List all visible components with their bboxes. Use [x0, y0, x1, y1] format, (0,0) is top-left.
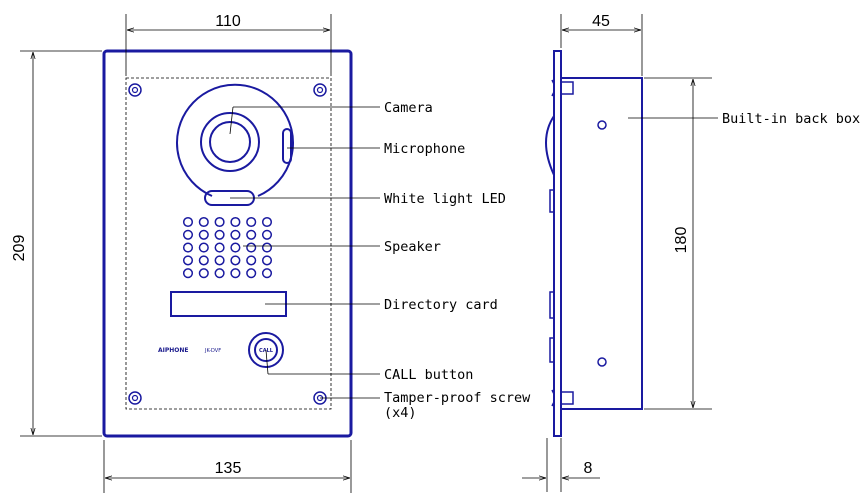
speaker-hole — [214, 268, 225, 279]
side-backbox — [560, 77, 643, 410]
dim-side-depth: 45 — [560, 13, 643, 76]
speaker-hole — [182, 255, 194, 266]
speaker-hole — [182, 268, 194, 279]
speaker-hole — [198, 268, 209, 279]
speaker-hole — [230, 216, 241, 228]
speaker-hole — [198, 216, 209, 228]
speaker-hole — [261, 242, 273, 253]
svg-text:8: 8 — [584, 460, 593, 477]
screw-top-right — [313, 83, 327, 97]
speaker-hole — [198, 255, 209, 266]
speaker-hole — [182, 216, 194, 228]
label-speaker: Speaker — [384, 239, 441, 255]
label-call-button: CALL button — [384, 367, 473, 383]
label-directory-card: Directory card — [384, 297, 498, 313]
svg-text:209: 209 — [11, 235, 28, 262]
speaker-hole — [198, 242, 209, 253]
camera-lens — [209, 121, 251, 163]
speaker-hole — [261, 229, 273, 240]
side-screw-bottom — [560, 391, 574, 405]
front-plate — [102, 49, 353, 438]
speaker-hole — [261, 255, 273, 266]
speaker-hole — [246, 229, 257, 240]
camera-ring — [200, 112, 260, 172]
speaker-hole — [230, 255, 241, 266]
speaker-hole — [230, 268, 241, 279]
speaker-hole — [214, 242, 225, 253]
front-view: AIPHONE JK-DVF CALL Camera Microphone Wh… — [11, 13, 531, 493]
side-camera-bulge — [545, 115, 555, 176]
microphone-slot — [282, 128, 292, 164]
speaker-hole — [261, 216, 273, 228]
model-number: JK-DVF — [204, 348, 221, 354]
backbox-hole-bottom — [597, 357, 607, 367]
speaker-hole — [214, 216, 225, 228]
speaker-hole — [182, 229, 194, 240]
dim-side-plate: 8 — [522, 438, 600, 492]
side-view: Built-in back box 45 8 180 — [522, 13, 860, 492]
dim-front-height: 209 — [11, 50, 102, 437]
speaker-hole — [246, 268, 257, 279]
label-microphone: Microphone — [384, 141, 465, 157]
svg-text:110: 110 — [215, 13, 241, 30]
speaker-hole — [214, 255, 225, 266]
brand-logo: AIPHONE — [158, 347, 189, 354]
speaker-hole — [261, 268, 273, 279]
camera-assembly — [176, 83, 294, 197]
speaker-hole — [246, 242, 257, 253]
speaker-grille — [182, 216, 273, 279]
svg-text:180: 180 — [673, 227, 690, 254]
speaker-hole — [246, 216, 257, 228]
side-protrusion — [549, 291, 555, 319]
side-faceplate — [553, 50, 562, 437]
label-white-led: White light LED — [384, 191, 506, 207]
dim-front-width-top: 110 — [125, 13, 332, 76]
label-tamper-count: (x4) — [384, 405, 417, 421]
side-screw-top — [560, 81, 574, 95]
svg-text:45: 45 — [592, 13, 610, 30]
svg-text:135: 135 — [215, 460, 242, 477]
speaker-hole — [214, 229, 225, 240]
label-camera: Camera — [384, 100, 433, 116]
speaker-hole — [246, 255, 257, 266]
backbox-dashed-outline — [125, 77, 332, 410]
speaker-hole — [230, 229, 241, 240]
front-leaders — [229, 106, 380, 399]
screw-bottom-left — [128, 391, 142, 405]
side-protrusion — [549, 189, 555, 213]
speaker-hole — [198, 229, 209, 240]
side-protrusion — [549, 337, 555, 363]
speaker-hole — [182, 242, 194, 253]
label-backbox: Built-in back box — [722, 111, 860, 127]
label-tamper-screw: Tamper-proof screw — [384, 390, 531, 406]
dim-front-width-bottom: 135 — [103, 440, 352, 493]
backbox-hole-top — [597, 120, 607, 130]
speaker-hole — [230, 242, 241, 253]
screw-top-left — [128, 83, 142, 97]
dim-side-height: 180 — [644, 77, 712, 410]
